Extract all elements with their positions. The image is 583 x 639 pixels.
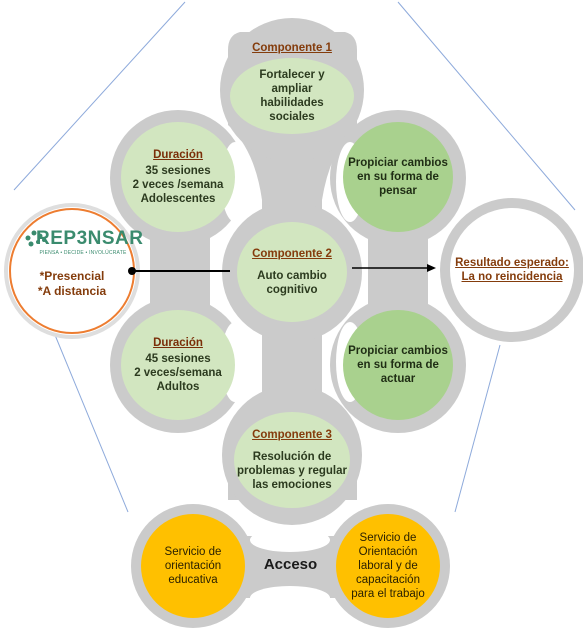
result-line-1: Resultado esperado: [455,257,569,269]
duration-teens-title: Duración [153,149,203,161]
duration-teens-line-3: Adolescentes [140,193,216,205]
component-1-text: Fortalecer y ampliar habilidades sociale… [230,58,354,134]
logo-tagline: PIENSA • DECIDE • INVOLÚCRATE [39,250,127,256]
duration-adults-line-1: 45 sesiones [145,353,211,365]
change-think-line-2: en su forma de [357,171,439,183]
hex-line-bottom-right [454,344,501,513]
component-1-bubble [230,58,354,134]
component-3-line-3: las emociones [252,479,332,491]
change-think: Propiciar cambios en su forma de pensar [343,122,453,232]
access-right-line-4: capacitación [356,574,420,586]
duration-adults-line-2: 2 veces/semana [134,367,222,379]
change-act-line-3: actuar [380,373,416,385]
logo-tree-icon [25,230,46,247]
component-2: Componente 2 Auto cambio cognitivo [237,222,347,322]
cutout-6 [250,586,330,610]
access-left-line-1: Servicio de [164,546,222,558]
component-1-line-2: ampliar [271,83,313,95]
component-1-line-4: sociales [269,111,315,123]
component-1-line-1: Fortalecer y [259,69,325,81]
result-circle [450,208,574,332]
access-right-line-2: Orientación [358,546,418,558]
change-act-line-1: Propiciar cambios [348,345,448,357]
logo-block: REP3NSAR PIENSA • DECIDE • INVOLÚCRATE *… [14,228,144,299]
component-2-line-2: cognitivo [266,284,318,296]
change-act: Propiciar cambios en su forma de actuar [343,310,453,420]
component-2-line-1: Auto cambio [257,270,327,282]
connectors [128,264,436,275]
access-label: Acceso [263,556,318,573]
component-2-title: Componente 2 [252,248,332,260]
cutout-5 [250,528,330,552]
component-1-line-3: habilidades [260,97,324,109]
component-3-line-1: Resolución de [252,451,332,463]
hex-line-bottom-left [54,334,129,513]
duration-teens: Duración 35 sesiones 2 veces /semana Ado… [121,122,235,232]
change-act-line-2: en su forma de [357,359,439,371]
logo-mode-1: *Presencial [39,269,105,283]
connector-dot [128,267,136,275]
component-3: Componente 3 Resolución de problemas y r… [234,412,350,508]
logo-wordmark: REP3NSAR [36,228,144,249]
duration-adults-title: Duración [153,337,203,349]
hex-line-top-left [13,1,186,191]
duration-teens-line-2: 2 veces /semana [132,179,224,191]
result-line-2: La no reincidencia [461,271,563,283]
change-think-line-3: pensar [379,185,417,197]
access-left-line-2: orientación [164,560,222,572]
logo-mode-2: *A distancia [37,284,107,298]
hexagon-outline [13,1,576,513]
change-think-line-1: Propiciar cambios [348,157,448,169]
result-node: Resultado esperado: La no reincidencia [452,230,572,310]
hex-line-top-right [397,1,576,211]
connector-arrowhead [427,264,436,272]
component-3-title: Componente 3 [252,429,332,441]
access-right-line-5: para el trabajo [351,588,425,600]
duration-adults-line-3: Adultos [156,381,200,393]
access-right-line-1: Servicio de [359,532,417,544]
duration-teens-line-1: 35 sesiones [145,165,211,177]
component-1-title: Componente 1 [252,42,332,54]
component-3-line-2: problemas y regular [237,465,347,477]
duration-adults: Duración 45 sesiones 2 veces/semana Adul… [121,310,235,420]
access-right-line-3: laboral y de [358,560,418,572]
access-right: Servicio de Orientación laboral y de cap… [336,514,440,618]
access-left-line-3: educativa [168,574,218,586]
access-left: Servicio de orientación educativa [141,514,245,618]
